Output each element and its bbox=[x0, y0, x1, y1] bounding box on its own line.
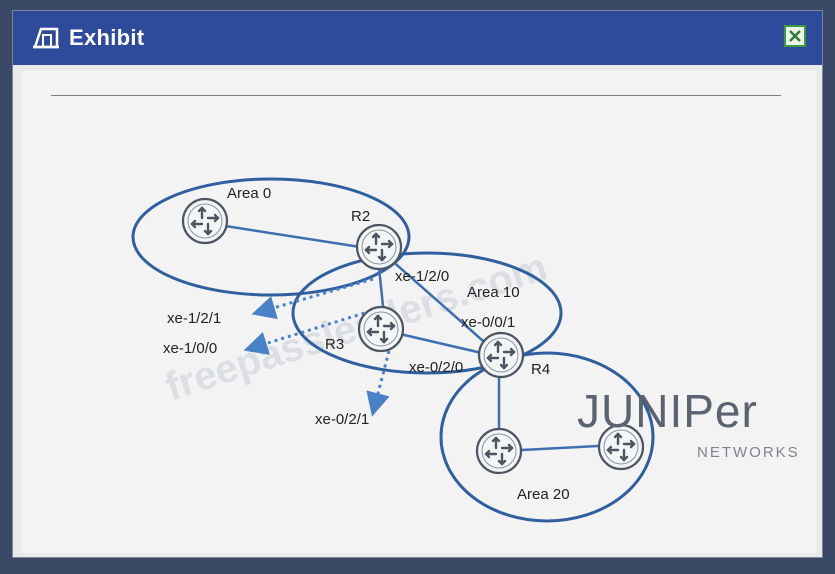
exhibit-window: Exhibit bbox=[12, 10, 823, 558]
interface-r2-xe-1-2-0: xe-1/2/0 bbox=[395, 268, 449, 285]
ospf-topology-diagram: freepassleaders.com bbox=[131, 177, 800, 523]
interface-r4-xe-0-2-0: xe-0/2/0 bbox=[409, 359, 463, 376]
interface-r4-xe-0-0-1: xe-0/0/1 bbox=[461, 314, 515, 331]
juniper-logo-brand: JUNIPer bbox=[577, 385, 758, 437]
area-10-label: Area 10 bbox=[467, 284, 520, 301]
router-r4-icon bbox=[477, 331, 525, 379]
dotted-links bbox=[243, 277, 391, 417]
close-button[interactable] bbox=[784, 25, 806, 47]
area-10-boundary bbox=[291, 251, 563, 375]
divider bbox=[51, 95, 781, 96]
close-icon bbox=[789, 30, 801, 42]
router-r4-label: R4 bbox=[531, 361, 550, 378]
link-r2-r4 bbox=[380, 250, 500, 356]
interface-xe-0-2-1: xe-0/2/1 bbox=[315, 411, 369, 428]
area-20-label: Area 20 bbox=[517, 486, 570, 503]
router-r2-icon bbox=[355, 223, 403, 271]
link-r1-r2 bbox=[205, 221, 374, 251]
router-r3-icon bbox=[357, 305, 405, 353]
dotted-link-xe-0-2-1 bbox=[366, 350, 391, 417]
router-r3-label: R3 bbox=[325, 336, 344, 353]
interface-xe-1-2-1: xe-1/2/1 bbox=[167, 310, 221, 327]
exhibit-content: freepassleaders.com bbox=[21, 71, 816, 553]
router-r2-label: R2 bbox=[351, 208, 370, 225]
title-bar: Exhibit bbox=[13, 11, 822, 65]
juniper-logo: JUNIPer NETWORKS bbox=[577, 385, 800, 461]
interface-xe-1-0-0: xe-1/0/0 bbox=[163, 340, 217, 357]
router-area20-a-icon bbox=[475, 427, 523, 475]
area-20-boundary bbox=[439, 351, 655, 523]
window-title: Exhibit bbox=[69, 25, 145, 50]
router-area0-icon bbox=[181, 197, 229, 245]
area-0-label: Area 0 bbox=[227, 185, 271, 202]
area-0-boundary bbox=[131, 177, 411, 297]
dotted-link-xe-1-2-1 bbox=[251, 277, 374, 320]
juniper-logo-sub: NETWORKS bbox=[697, 444, 800, 461]
exhibit-icon bbox=[33, 27, 59, 49]
